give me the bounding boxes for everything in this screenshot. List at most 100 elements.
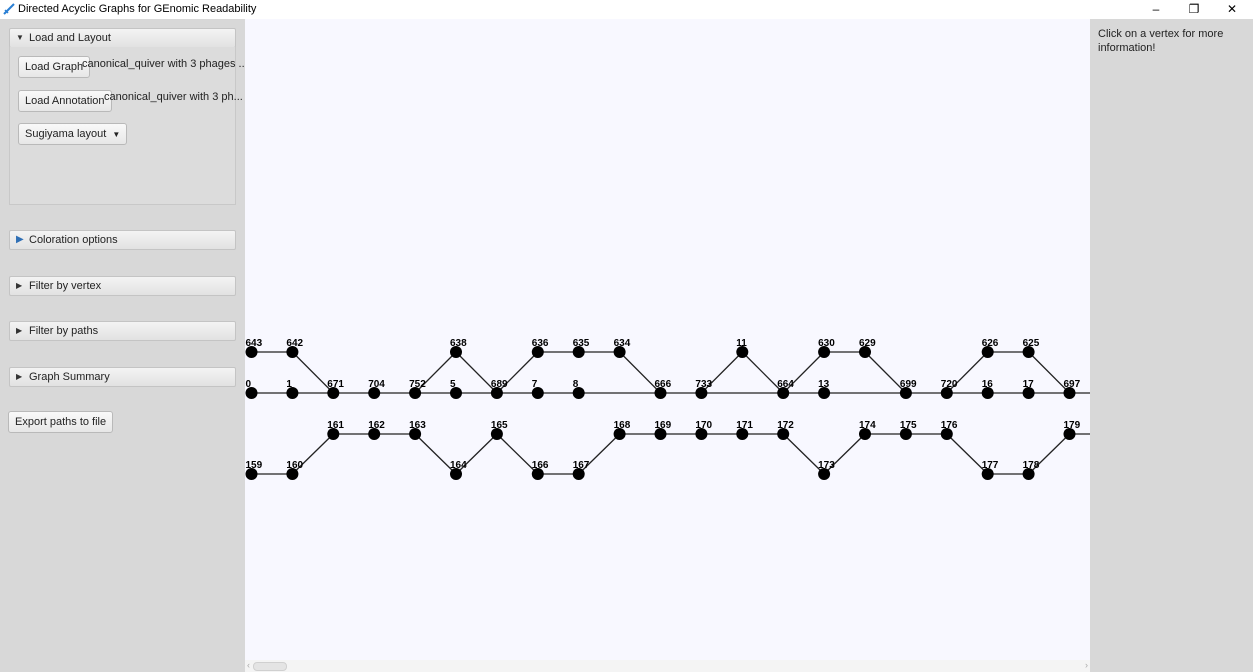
graph-vertex[interactable] xyxy=(1022,387,1035,399)
graph-vertex[interactable] xyxy=(245,346,258,358)
graph-vertex[interactable] xyxy=(859,428,871,440)
vertex-label: 720 xyxy=(941,379,958,390)
coloration-options-header[interactable]: ▶ Coloration options xyxy=(9,230,236,250)
scroll-left-icon[interactable]: ‹ xyxy=(247,660,250,670)
graph-vertex[interactable] xyxy=(490,428,503,440)
graph-vertex[interactable] xyxy=(818,468,831,480)
scrollbar-thumb[interactable] xyxy=(253,662,287,671)
vertex-label: 664 xyxy=(777,379,794,390)
graph-vertex[interactable] xyxy=(450,346,462,358)
graph-vertex[interactable] xyxy=(1022,346,1035,358)
graph-vertex[interactable] xyxy=(450,387,462,399)
graph-edge xyxy=(823,433,866,475)
load-layout-header[interactable]: ▼ Load and Layout xyxy=(9,28,236,48)
restore-icon[interactable]: ❐ xyxy=(1188,2,1200,16)
collapsed-arrow-icon: ▶ xyxy=(16,234,24,245)
vertex-label: 17 xyxy=(1023,379,1035,390)
graph-vertex[interactable] xyxy=(654,428,667,440)
graph-vertex[interactable] xyxy=(777,387,790,399)
graph-vertex[interactable] xyxy=(940,428,953,440)
vertex-label: 642 xyxy=(286,338,303,349)
vertex-label: 704 xyxy=(368,379,385,390)
graph-vertex[interactable] xyxy=(327,428,340,440)
vertex-label: 689 xyxy=(491,379,508,390)
collapsed-arrow-icon: ▶ xyxy=(16,326,23,335)
close-icon[interactable]: ✕ xyxy=(1226,2,1238,16)
vertex-label: 173 xyxy=(818,460,835,471)
graph-vertex[interactable] xyxy=(777,428,790,440)
graph-vertex[interactable] xyxy=(490,387,503,399)
graph-vertex[interactable] xyxy=(409,387,422,399)
graph-vertex[interactable] xyxy=(940,387,953,399)
layout-select[interactable]: Sugiyama layout▼ xyxy=(18,123,128,145)
filter-vertex-title: Filter by vertex xyxy=(29,280,102,292)
graph-vertex[interactable] xyxy=(899,428,912,440)
filter-vertex-header[interactable]: ▶ Filter by vertex xyxy=(9,276,236,296)
graph-vertex[interactable] xyxy=(409,428,422,440)
graph-vertex[interactable] xyxy=(654,387,667,399)
graph-vertex[interactable] xyxy=(450,468,462,480)
graph-vertex[interactable] xyxy=(695,428,708,440)
graph-vertex[interactable] xyxy=(572,387,585,399)
graph-vertex[interactable] xyxy=(531,346,544,358)
graph-vertex[interactable] xyxy=(245,387,258,399)
vertex-label: 174 xyxy=(859,420,876,431)
graph-vertex[interactable] xyxy=(1063,428,1076,440)
export-paths-button[interactable]: Export paths to file xyxy=(8,411,114,433)
graph-vertex[interactable] xyxy=(572,346,585,358)
graph-vertex[interactable] xyxy=(572,468,585,480)
graph-vertex[interactable] xyxy=(859,346,871,358)
graph-vertex[interactable] xyxy=(981,387,994,399)
graph-edge xyxy=(782,433,825,475)
vertex-label: 629 xyxy=(859,338,876,349)
graph-edge xyxy=(291,433,334,475)
graph-vertex[interactable] xyxy=(818,346,831,358)
vertex-label: 13 xyxy=(818,379,830,390)
graph-vertex[interactable] xyxy=(736,428,749,440)
vertex-label: 625 xyxy=(1023,338,1040,349)
graph-vertex[interactable] xyxy=(736,346,749,358)
graph-vertex[interactable] xyxy=(531,468,544,480)
vertex-label: 177 xyxy=(982,460,999,471)
vertex-label: 635 xyxy=(573,338,590,349)
graph-summary-title: Graph Summary xyxy=(29,371,110,383)
load-annotation-button[interactable]: Load Annotation xyxy=(18,90,112,112)
filter-paths-header[interactable]: ▶ Filter by paths xyxy=(9,321,236,341)
graph-vertex[interactable] xyxy=(286,346,299,358)
vertex-info-panel: Click on a vertex for more information! xyxy=(1090,19,1253,672)
graph-vertex[interactable] xyxy=(368,428,381,440)
vertex-label: 752 xyxy=(409,379,426,390)
annotation-file-label: canonical_quiver with 3 ph... xyxy=(104,91,243,103)
load-graph-button[interactable]: Load Graph xyxy=(18,56,91,78)
graph-edge xyxy=(1028,433,1070,475)
graph-vertex[interactable] xyxy=(327,387,340,399)
graph-vertex[interactable] xyxy=(981,346,994,358)
graph-vertex[interactable] xyxy=(286,468,299,480)
horizontal-scrollbar[interactable]: ‹ › xyxy=(245,660,1090,672)
vertex-label: 170 xyxy=(695,420,712,431)
graph-vertex[interactable] xyxy=(818,387,831,399)
graph-vertex[interactable] xyxy=(899,387,912,399)
graph-vertex[interactable] xyxy=(613,346,626,358)
graph-vertex[interactable] xyxy=(1022,468,1035,480)
load-layout-title: Load and Layout xyxy=(29,32,111,44)
graph-vertex[interactable] xyxy=(695,387,708,399)
filter-paths-title: Filter by paths xyxy=(29,325,99,337)
graph-edge xyxy=(1028,351,1070,394)
graph-vertex[interactable] xyxy=(286,387,299,399)
minimize-icon[interactable]: – xyxy=(1152,2,1160,16)
graph-vertex[interactable] xyxy=(531,387,544,399)
graph-vertex[interactable] xyxy=(1063,387,1076,399)
graph-vertex[interactable] xyxy=(613,428,626,440)
graph-vertex[interactable] xyxy=(245,468,258,480)
graph-vertex[interactable] xyxy=(981,468,994,480)
scroll-right-icon[interactable]: › xyxy=(1085,660,1088,670)
graph-vertex[interactable] xyxy=(368,387,381,399)
graph-edge xyxy=(578,433,621,475)
vertex-label: 733 xyxy=(695,379,712,390)
vertex-label: 159 xyxy=(246,460,263,471)
graph-summary-header[interactable]: ▶ Graph Summary xyxy=(9,367,236,387)
vertex-label: 172 xyxy=(777,420,794,431)
